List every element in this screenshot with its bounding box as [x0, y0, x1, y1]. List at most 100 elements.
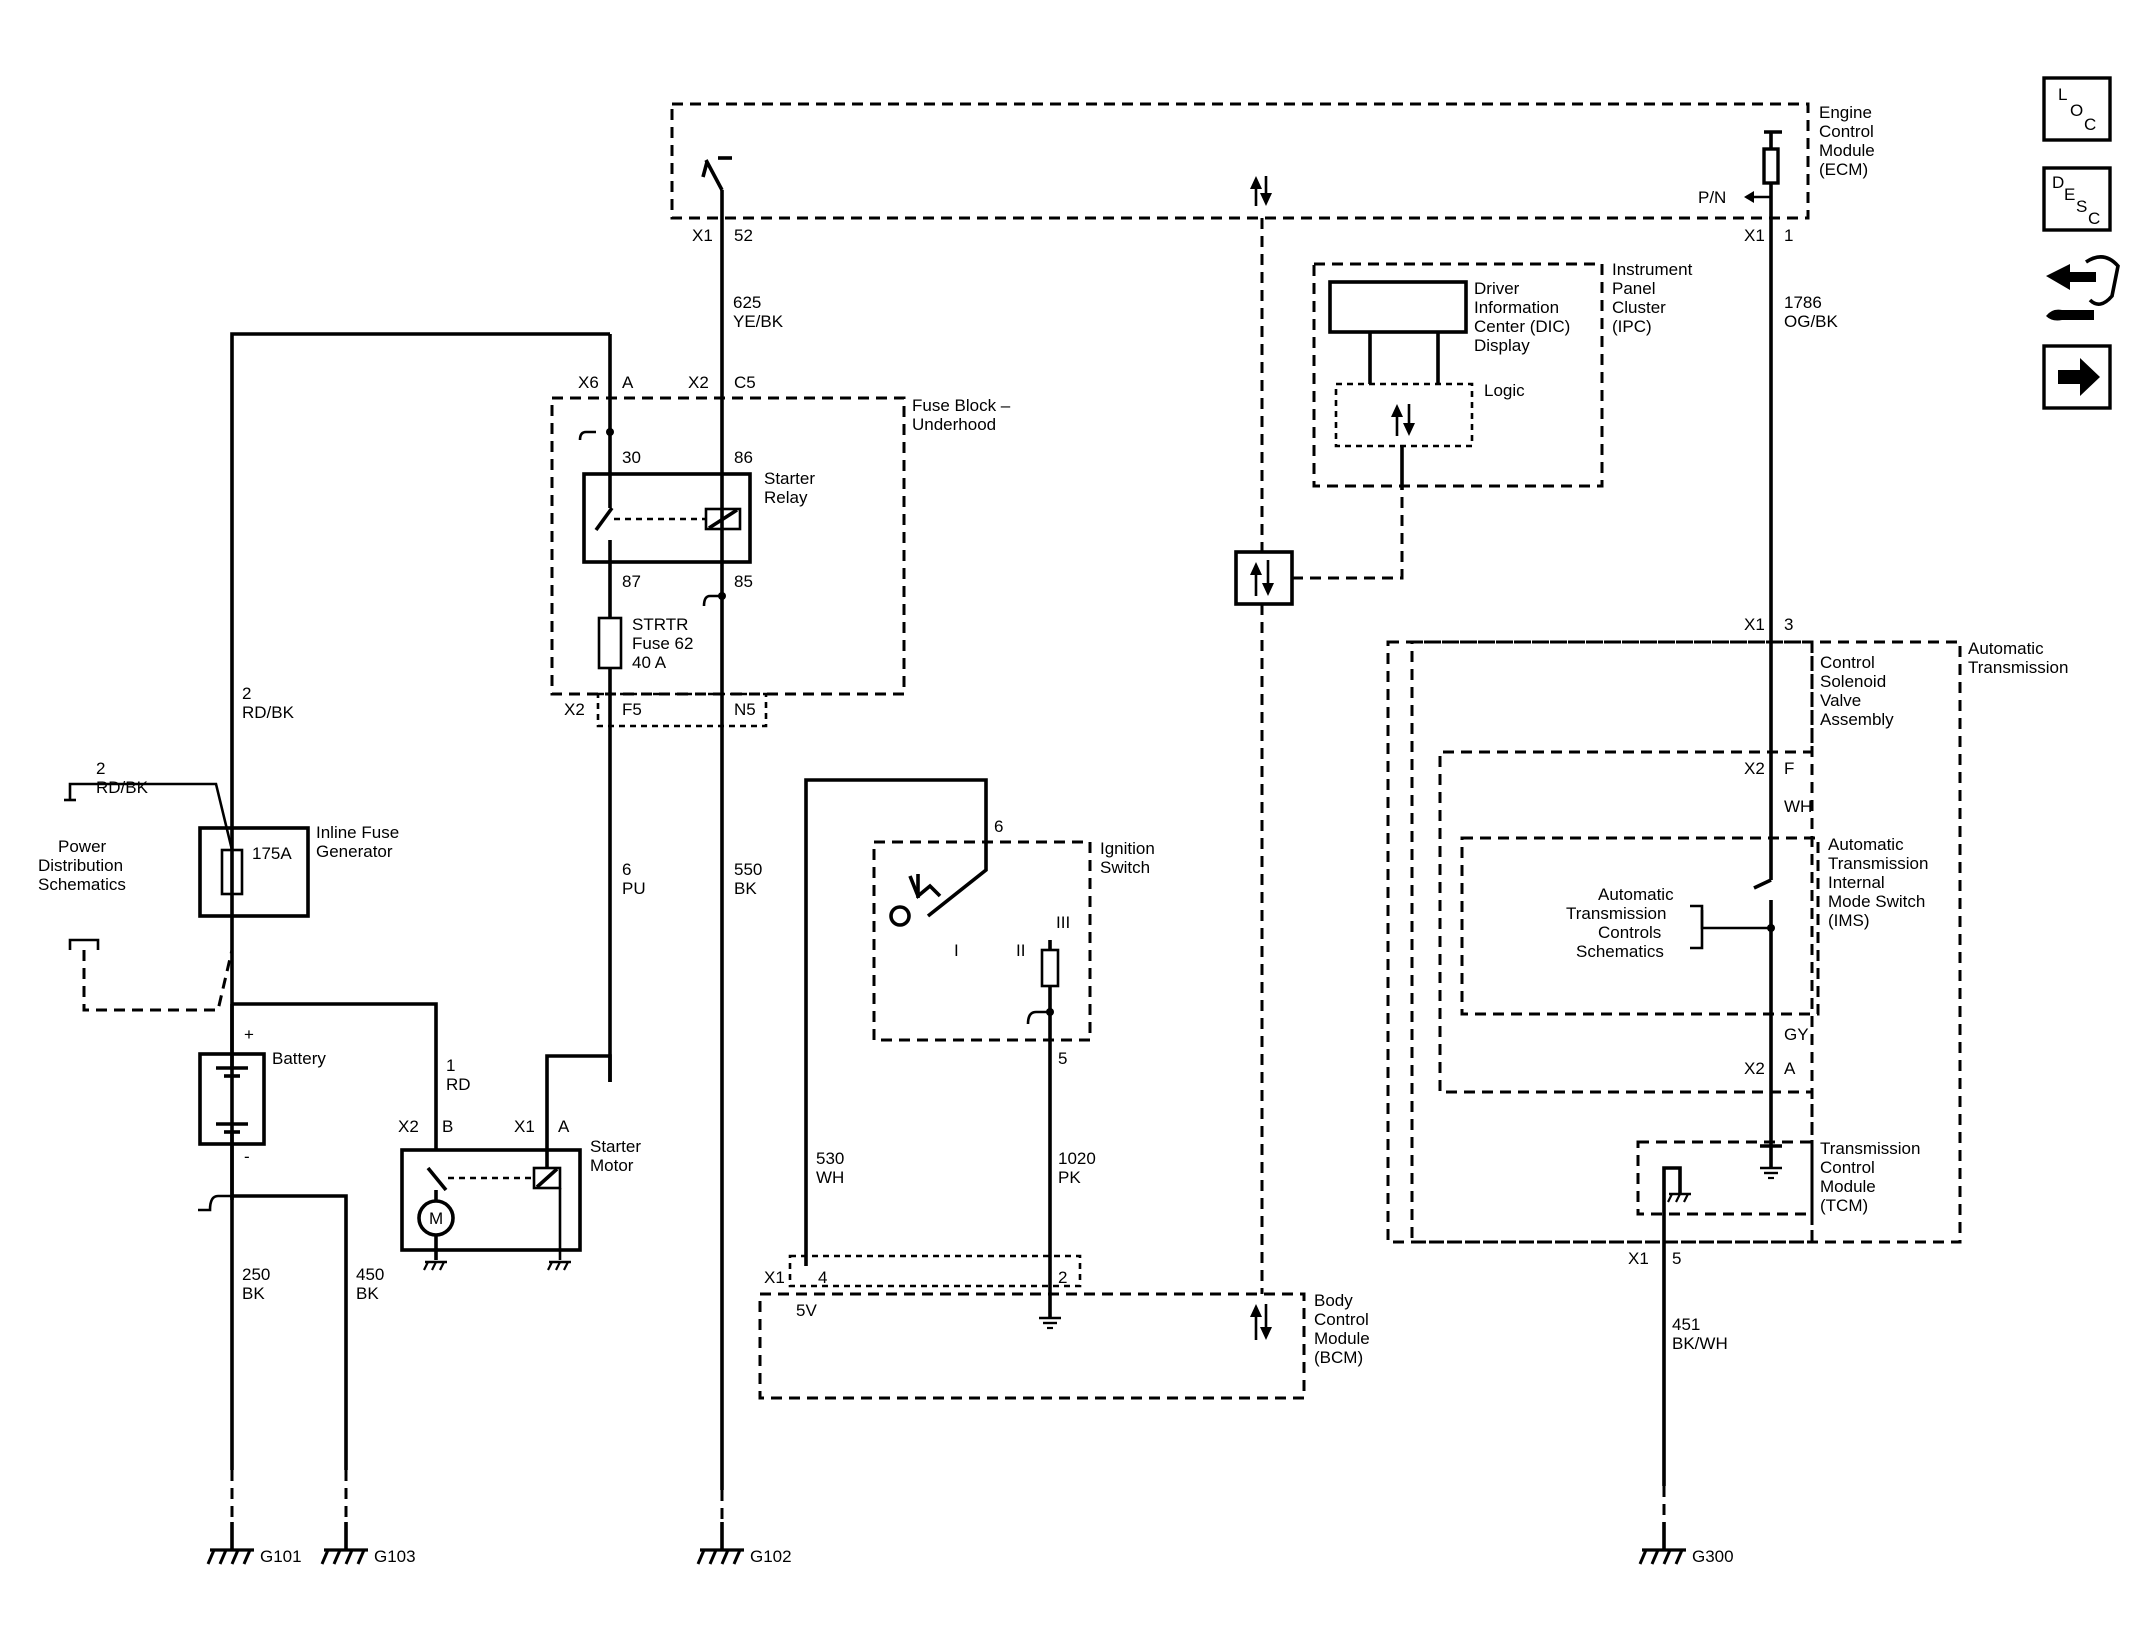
dic-display — [1328, 280, 1468, 334]
at-x2-a: X2 — [1744, 1059, 1765, 1078]
ground-g101: G101 — [206, 1520, 302, 1566]
battery-minus: - — [244, 1147, 250, 1166]
serial-data-bus — [1234, 218, 1404, 1294]
dic-label-3: Center (DIC) — [1474, 317, 1570, 336]
ims-label-1: Automatic — [1828, 835, 1904, 854]
wire-2b-num: 2 — [96, 759, 105, 778]
inline-fuse-label-1: Inline Fuse — [316, 823, 399, 842]
wire-1-color: RD — [446, 1075, 471, 1094]
fb-splice-30 — [578, 430, 596, 441]
at-pin-3: 3 — [1784, 615, 1793, 634]
loc-letter-c: C — [2084, 115, 2096, 134]
power-dist-label-1: Power — [58, 837, 107, 856]
serial-data-symbol — [1234, 550, 1294, 606]
power-dist-label-2: Distribution — [38, 856, 123, 875]
wire-625-num: 625 — [733, 293, 761, 312]
atc-label-1: Automatic — [1598, 885, 1674, 904]
wire-550-color: BK — [734, 879, 757, 898]
ipc-label-3: Cluster — [1612, 298, 1666, 317]
sm-x2: X2 — [398, 1117, 419, 1136]
wire-451-num: 451 — [1672, 1315, 1700, 1334]
ignition-label-2: Switch — [1100, 858, 1150, 877]
relay-pin-87: 87 — [622, 572, 641, 591]
wire-1-num: 1 — [446, 1056, 455, 1075]
desc-letter-s: S — [2076, 197, 2087, 216]
csva-label-1: Control — [1820, 653, 1875, 672]
at-x2-f: X2 — [1744, 759, 1765, 778]
ground-g103: G103 — [320, 1520, 416, 1566]
starter-relay — [582, 472, 752, 564]
fb-pin-f5: F5 — [622, 700, 642, 719]
next-arrow-icon[interactable] — [2042, 344, 2112, 410]
ground-g102-label: G102 — [750, 1547, 792, 1566]
sm-x1: X1 — [514, 1117, 535, 1136]
wire-6-num: 6 — [622, 860, 631, 879]
fb-pin-n5: N5 — [734, 700, 756, 719]
ecm-crank-switch — [701, 156, 732, 191]
fb-x2: X2 — [688, 373, 709, 392]
ign-pin-5: 5 — [1058, 1049, 1067, 1068]
wire-2-color: RD/BK — [242, 703, 295, 722]
battery: + - Battery — [198, 1004, 326, 1168]
starter-motor-label-1: Starter — [590, 1137, 641, 1156]
wire-450-color: BK — [356, 1284, 379, 1303]
csva-label-4: Assembly — [1820, 710, 1894, 729]
battery-plus: + — [244, 1025, 254, 1044]
desc-letter-d: D — [2052, 173, 2064, 192]
desc-letter-e: E — [2064, 185, 2075, 204]
sm-pin-b: B — [442, 1117, 453, 1136]
tcm-x1: X1 — [1628, 1249, 1649, 1268]
wire-wh: WH — [1784, 797, 1812, 816]
bcm-module: X1 4 2 5V Body Control Module (BCM) — [758, 1254, 1370, 1400]
ecm-label-1: Engine — [1819, 103, 1872, 122]
desc-icon[interactable]: D E S C — [2042, 166, 2112, 232]
loc-icon[interactable]: L O C — [2042, 76, 2112, 142]
wire-1786-color: OG/BK — [1784, 312, 1839, 331]
wire-1020-num: 1020 — [1058, 1149, 1096, 1168]
dic-label-1: Driver — [1474, 279, 1520, 298]
ecm-label-4: (ECM) — [1819, 160, 1868, 179]
ims-label-4: Mode Switch — [1828, 892, 1925, 911]
strtr-fuse-label-1: STRTR — [632, 615, 688, 634]
ground-g103-label: G103 — [374, 1547, 416, 1566]
ecm-pin-52: 52 — [734, 226, 753, 245]
relay-coil — [704, 507, 742, 531]
inline-fuse-label-2: Generator — [316, 842, 393, 861]
fb-x6: X6 — [578, 373, 599, 392]
dic-label-2: Information — [1474, 298, 1559, 317]
logic-label: Logic — [1484, 381, 1525, 400]
ipc-module: Driver Information Center (DIC) Display … — [1312, 260, 1693, 490]
wire-625-color: YE/BK — [733, 312, 784, 331]
bcm-5v: 5V — [796, 1301, 817, 1320]
ecm-pn-input: P/N — [1698, 130, 1782, 207]
inline-fuse-rating: 175A — [252, 844, 292, 863]
ims-label-5: (IMS) — [1828, 911, 1870, 930]
strtr-fuse — [597, 616, 623, 670]
relay-contact — [594, 506, 614, 532]
motor-symbol: M — [429, 1209, 443, 1228]
starter-motor: X2 B X1 A Starter Motor M — [398, 1117, 641, 1272]
ignition-switch: Ignition Switch 6 I II III 5 — [804, 778, 1155, 1266]
wire-gy: GY — [1784, 1025, 1809, 1044]
wire-451-color: BK/WH — [1672, 1334, 1728, 1353]
bcm-label-2: Control — [1314, 1310, 1369, 1329]
ecm-label-3: Module — [1819, 141, 1875, 160]
battery-negative-splice — [198, 1168, 348, 1470]
wire-6-color: PU — [622, 879, 646, 898]
relay-pin-85: 85 — [734, 572, 753, 591]
power-dist-label-3: Schematics — [38, 875, 126, 894]
wire-2b-color: RD/BK — [96, 778, 149, 797]
ims-label-3: Internal — [1828, 873, 1885, 892]
wire-450-num: 450 — [356, 1265, 384, 1284]
connector-end-view-icon[interactable] — [2046, 255, 2120, 321]
wire-2-num: 2 — [242, 684, 251, 703]
ecm-pin-1: 1 — [1784, 226, 1793, 245]
wire-250-color: BK — [242, 1284, 265, 1303]
csva-label-2: Solenoid — [1820, 672, 1886, 691]
ground-g300-label: G300 — [1692, 1547, 1734, 1566]
tcm-label-1: Transmission — [1820, 1139, 1920, 1158]
strtr-fuse-label-3: 40 A — [632, 653, 667, 672]
ecm-x1-right: X1 — [1744, 226, 1765, 245]
csva-label-3: Valve — [1820, 691, 1861, 710]
